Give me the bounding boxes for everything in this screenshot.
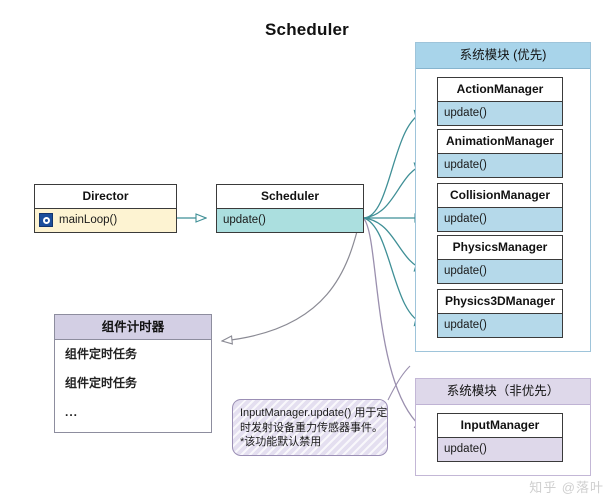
physics3dmanager-title: Physics3DManager [438, 290, 562, 314]
class-box-physics3dmanager[interactable]: Physics3DManager update() [437, 289, 563, 338]
class-box-director[interactable]: Director mainLoop() [34, 184, 177, 233]
collisionmanager-title: CollisionManager [438, 184, 562, 208]
component-timer-header: 组件计时器 [55, 315, 211, 340]
note-line: 时发射设备重力传感器事件。 [240, 421, 383, 434]
class-box-animationmanager[interactable]: AnimationManager update() [437, 129, 563, 178]
operation-icon [39, 213, 53, 227]
animationmanager-operation-row[interactable]: update() [438, 154, 562, 177]
director-operation-row[interactable]: mainLoop() [35, 209, 176, 232]
inputmanager-title: InputManager [438, 414, 562, 438]
director-operation-label: mainLoop() [59, 214, 118, 226]
physicsmanager-title: PhysicsManager [438, 236, 562, 260]
physics3dmanager-operation-row[interactable]: update() [438, 314, 562, 337]
class-box-scheduler[interactable]: Scheduler update() [216, 184, 364, 233]
class-box-actionmanager[interactable]: ActionManager update() [437, 77, 563, 126]
connector-scheduler-to-inputmanager [363, 218, 425, 430]
panel-non-priority-system-modules: 系统模块（非优先） InputManager update() [415, 378, 591, 476]
note-line: InputManager.update() 用于定 [240, 407, 388, 419]
component-timer-row-ellipsis: ... [65, 405, 79, 419]
component-timer-row: 组件定时任务 [65, 376, 138, 390]
note-inputmanager-update: InputManager.update() 用于定 时发射设备重力传感器事件。 … [232, 399, 388, 456]
inputmanager-operation-row[interactable]: update() [438, 438, 562, 461]
scheduler-title: Scheduler [217, 185, 363, 209]
physicsmanager-operation-row[interactable]: update() [438, 260, 562, 283]
watermark: 知乎 @落叶 [529, 480, 604, 495]
class-box-collisionmanager[interactable]: CollisionManager update() [437, 183, 563, 232]
component-timer-row: 组件定时任务 [65, 347, 138, 361]
director-title: Director [35, 185, 176, 209]
component-timer-box[interactable]: 组件计时器 组件定时任务 组件定时任务 ... [54, 314, 212, 433]
class-box-inputmanager[interactable]: InputManager update() [437, 413, 563, 462]
animationmanager-title: AnimationManager [438, 130, 562, 154]
panel-priority-header: 系统模块 (优先) [416, 43, 590, 69]
note-line: *该功能默认禁用 [240, 436, 322, 448]
panel-non-priority-header: 系统模块（非优先） [416, 379, 590, 405]
connector-note-anchor [387, 365, 411, 401]
actionmanager-operation-row[interactable]: update() [438, 102, 562, 125]
connector-scheduler-to-component-timer [222, 219, 361, 341]
collisionmanager-operation-row[interactable]: update() [438, 208, 562, 231]
scheduler-operation-row[interactable]: update() [217, 209, 363, 232]
class-box-physicsmanager[interactable]: PhysicsManager update() [437, 235, 563, 284]
panel-priority-system-modules: 系统模块 (优先) ActionManager update() Animati… [415, 42, 591, 352]
actionmanager-title: ActionManager [438, 78, 562, 102]
page-title: Scheduler [265, 20, 349, 39]
